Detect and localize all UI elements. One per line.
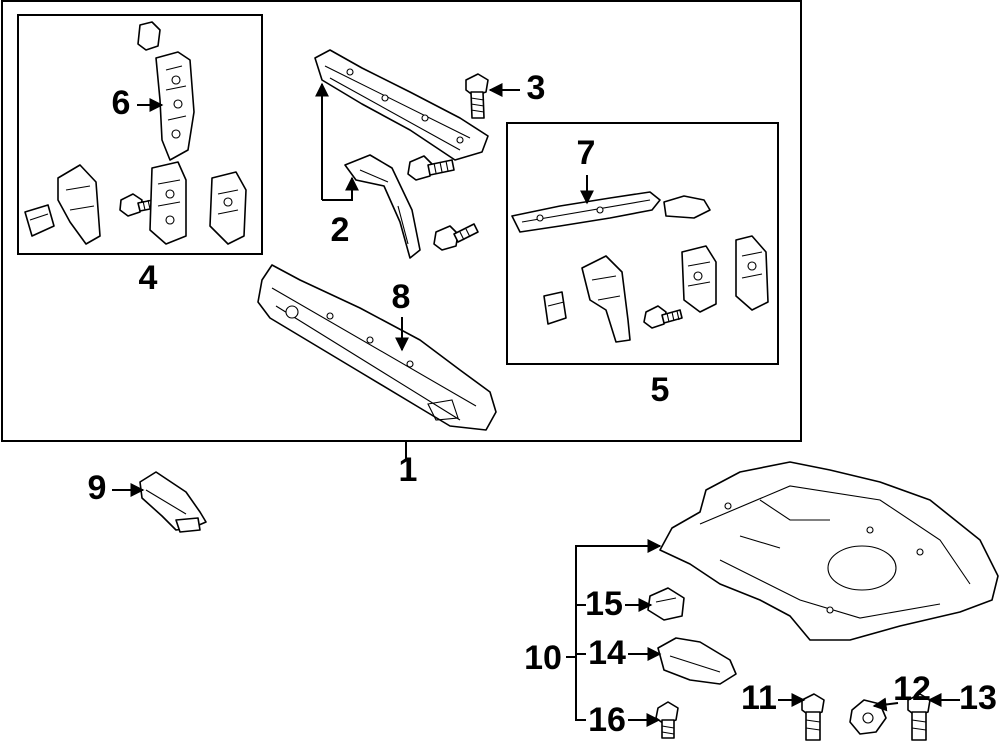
assembly-4-frame bbox=[17, 14, 263, 255]
leader-12 bbox=[872, 697, 899, 712]
part-5-plate bbox=[681, 245, 717, 313]
assembly-5-frame bbox=[506, 122, 779, 365]
callout-9: 9 bbox=[88, 469, 107, 507]
leader-10-branch-16 bbox=[575, 654, 586, 721]
part-11-bolt bbox=[801, 693, 825, 741]
callout-5: 5 bbox=[651, 371, 670, 409]
callout-3: 3 bbox=[527, 69, 546, 107]
part-2-support bbox=[344, 154, 421, 259]
callout-1: 1 bbox=[399, 451, 418, 489]
part-5-brace bbox=[581, 255, 631, 343]
part-6-bracket bbox=[137, 21, 195, 161]
leader-10 bbox=[566, 539, 662, 658]
part-13-bolt bbox=[907, 693, 931, 741]
callout-13: 13 bbox=[959, 679, 997, 717]
part-8-lower-rail bbox=[257, 264, 497, 431]
part-9-sensor bbox=[139, 471, 207, 533]
callout-6: 6 bbox=[112, 84, 131, 122]
callout-14: 14 bbox=[588, 634, 626, 672]
callout-7: 7 bbox=[577, 134, 596, 172]
callout-4: 4 bbox=[139, 259, 158, 297]
part-7-crossbar bbox=[511, 191, 711, 233]
callout-10: 10 bbox=[524, 639, 562, 677]
part-16-bolt bbox=[655, 701, 679, 739]
part-10-under-cover bbox=[659, 461, 999, 641]
part-5-bolt bbox=[643, 305, 683, 329]
callout-12: 12 bbox=[893, 670, 931, 708]
assembly-1-frame bbox=[1, 0, 802, 442]
part-14-cover-piece bbox=[657, 637, 737, 685]
part-4-center-plate bbox=[149, 161, 187, 245]
part-4-right-plate bbox=[209, 171, 247, 245]
part-3-bolt bbox=[465, 73, 489, 119]
callout-11: 11 bbox=[741, 679, 777, 717]
mid-bolt-2 bbox=[433, 223, 479, 251]
part-4-left-brace bbox=[24, 164, 101, 245]
callout-8: 8 bbox=[392, 278, 411, 316]
part-5-right-plate bbox=[735, 235, 769, 311]
leader-2b bbox=[322, 176, 359, 201]
callout-2: 2 bbox=[331, 211, 350, 249]
callout-16: 16 bbox=[588, 701, 626, 739]
upper-rail bbox=[314, 49, 489, 161]
part-15-clip bbox=[647, 587, 685, 621]
part-5-small-clip bbox=[543, 291, 567, 325]
mid-bolt-1 bbox=[407, 155, 455, 181]
callout-15: 15 bbox=[585, 585, 623, 623]
